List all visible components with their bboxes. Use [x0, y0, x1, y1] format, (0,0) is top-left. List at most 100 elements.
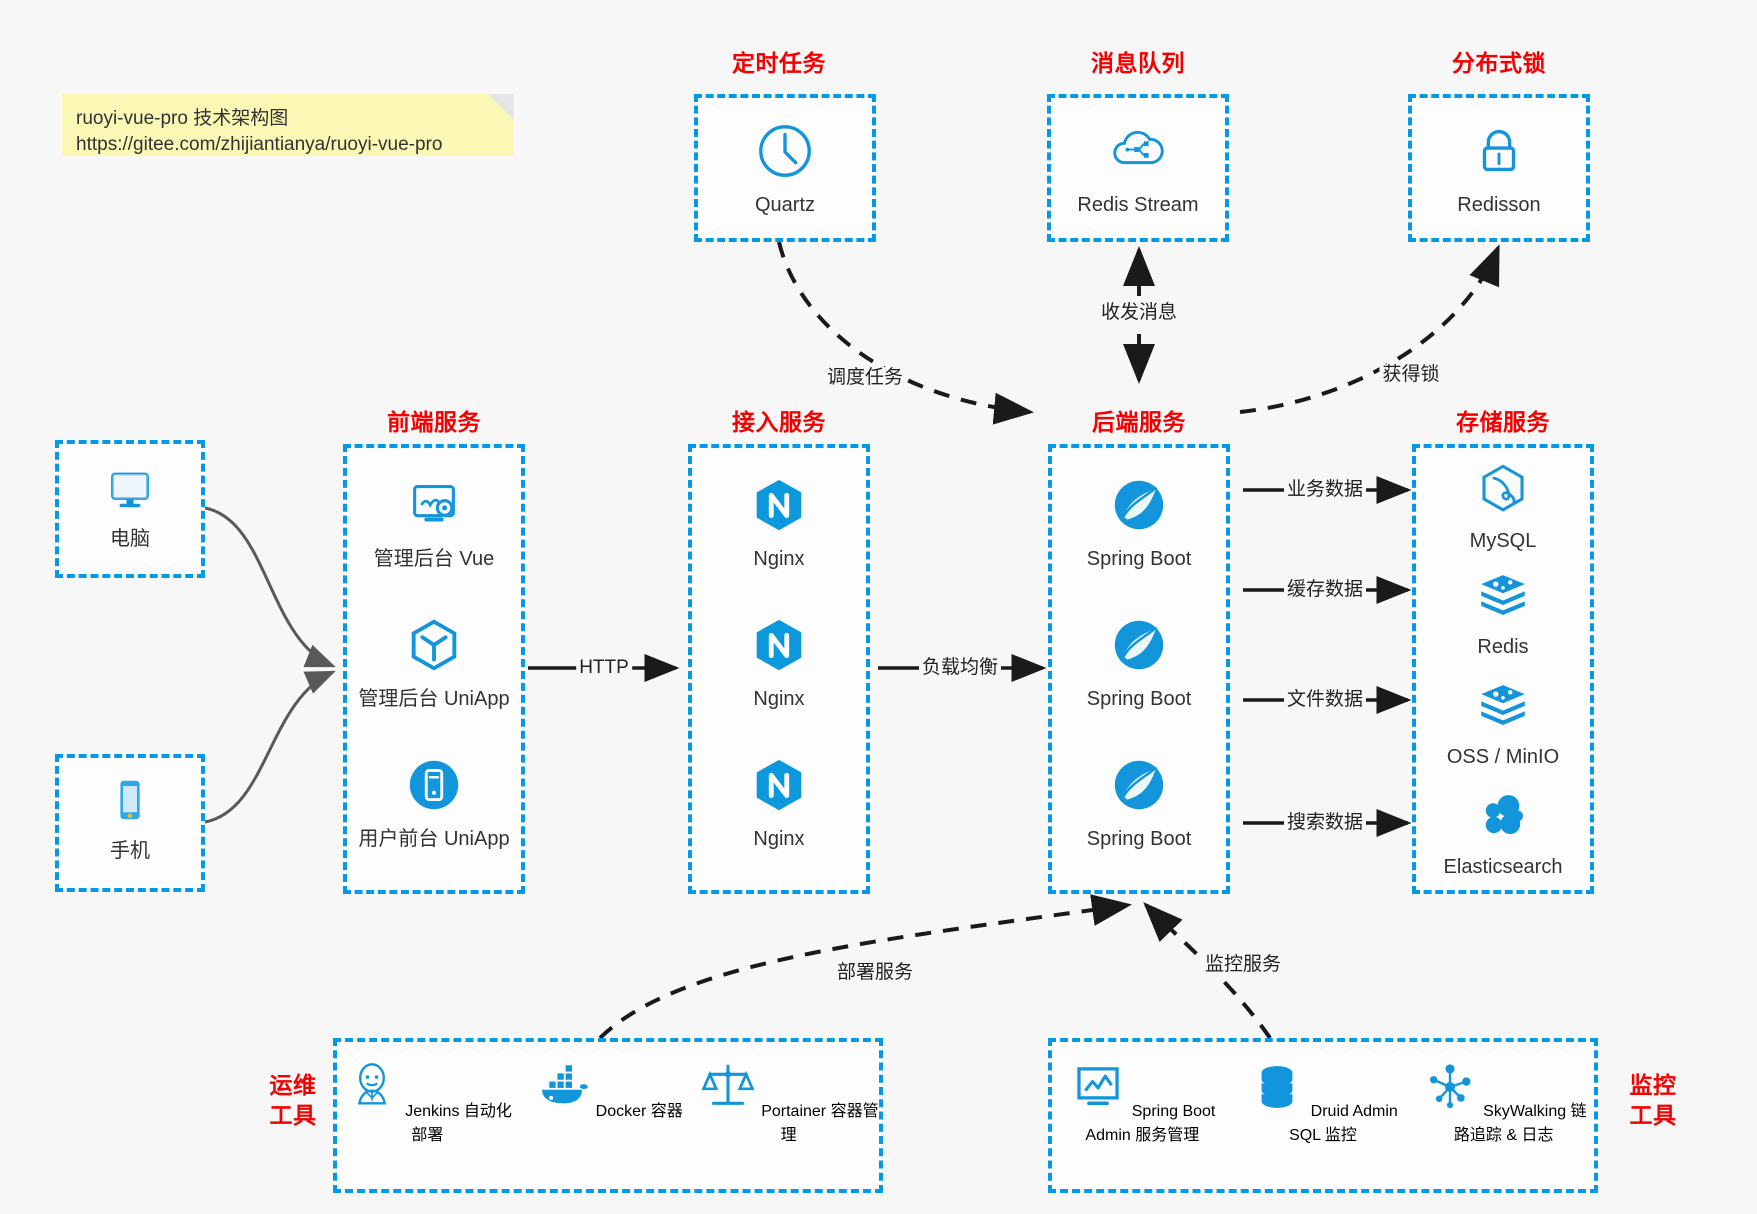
node-redis[interactable]: Redis — [1416, 566, 1590, 660]
monitoring-row: Spring Boot Admin 服务管理 Druid Admin SQL 监… — [1052, 1058, 1594, 1145]
group-title-distributed-lock: 分布式锁 — [1452, 50, 1546, 76]
skywalking-icon — [1421, 1064, 1483, 1120]
node-label: 电脑 — [110, 528, 150, 550]
node-label: Jenkins — [405, 1103, 460, 1120]
node-label: Docker — [595, 1103, 647, 1120]
node-nginx-3[interactable]: Nginx — [692, 754, 866, 852]
edge-label-deploy-service: 部署服务 — [833, 962, 917, 984]
node-elasticsearch[interactable]: Elasticsearch — [1416, 786, 1590, 880]
node-mysql[interactable]: MySQL — [1416, 460, 1590, 554]
node-sublabel: 容器 — [650, 1103, 683, 1120]
node-label: Elasticsearch — [1443, 856, 1563, 878]
jenkins-icon — [343, 1063, 405, 1120]
node-spring-boot-2[interactable]: Spring Boot — [1052, 614, 1226, 712]
dashboard-gear-icon — [347, 474, 521, 541]
desktop-icon — [59, 460, 201, 521]
node-spring-boot-3[interactable]: Spring Boot — [1052, 754, 1226, 852]
node-nginx-2[interactable]: Nginx — [692, 614, 866, 712]
node-admin-vue[interactable]: 管理后台 Vue — [347, 474, 521, 572]
group-box-frontend[interactable]: 管理后台 Vue 管理后台 UniApp 用户前台 UniApp — [343, 444, 525, 894]
monitoring-title-line2: 工具 — [1629, 1102, 1677, 1128]
node-label: Quartz — [754, 194, 816, 216]
database-icon — [1248, 1066, 1310, 1120]
group-box-distributed-lock[interactable]: Redisson — [1408, 94, 1590, 242]
monitoring-title-line1: 监控 — [1629, 1072, 1677, 1098]
edge-label-search-data: 搜索数据 — [1283, 812, 1367, 834]
node-label: Nginx — [753, 828, 805, 850]
node-label: 管理后台 Vue — [373, 548, 495, 570]
note-fold-corner — [488, 94, 514, 120]
cube-icon — [347, 614, 521, 681]
group-title-backend: 后端服务 — [1092, 409, 1186, 435]
group-box-gateway[interactable]: Nginx Nginx Nginx — [688, 444, 870, 894]
group-title-scheduled-task: 定时任务 — [732, 50, 826, 76]
devops-row: Jenkins 自动化部署 Docker — [337, 1058, 879, 1145]
devops-title-line2: 工具 — [269, 1102, 317, 1128]
group-box-backend[interactable]: Spring Boot Spring Boot Spring Boot — [1048, 444, 1230, 894]
spring-icon — [1052, 614, 1226, 681]
nginx-icon — [692, 474, 866, 541]
redis-icon — [1416, 566, 1590, 629]
nginx-icon — [692, 754, 866, 821]
edge-label-http: HTTP — [576, 657, 632, 679]
group-box-devops[interactable]: Jenkins 自动化部署 Docker — [333, 1038, 883, 1193]
group-title-message-queue: 消息队列 — [1091, 50, 1185, 76]
node-label: 用户前台 UniApp — [358, 828, 510, 850]
node-user-uniapp[interactable]: 用户前台 UniApp — [347, 754, 521, 852]
node-quartz[interactable]: Quartz — [698, 120, 872, 218]
node-label: 手机 — [110, 840, 150, 862]
node-label: Nginx — [753, 548, 805, 570]
node-sublabel: 自动化部署 — [411, 1103, 512, 1144]
group-title-monitoring: 监控 工具 — [1618, 1070, 1688, 1130]
group-title-frontend: 前端服务 — [387, 409, 481, 435]
node-docker[interactable]: Docker 容器 — [518, 1058, 699, 1145]
scale-icon — [699, 1064, 761, 1120]
node-label: Spring Boot Admin — [1085, 1103, 1216, 1144]
node-admin-uniapp[interactable]: 管理后台 UniApp — [347, 614, 521, 712]
edge-label-business-data: 业务数据 — [1283, 479, 1367, 501]
group-box-scheduled-task[interactable]: Quartz — [694, 94, 876, 242]
node-skywalking[interactable]: SkyWalking 链路追踪 & 日志 — [1413, 1058, 1594, 1145]
node-label: OSS / MinIO — [1446, 746, 1560, 768]
node-oss-minio[interactable]: OSS / MinIO — [1416, 676, 1590, 770]
node-label: MySQL — [1469, 530, 1537, 552]
node-nginx-1[interactable]: Nginx — [692, 474, 866, 572]
node-druid-admin[interactable]: Druid Admin SQL 监控 — [1233, 1058, 1414, 1145]
node-spring-boot-1[interactable]: Spring Boot — [1052, 474, 1226, 572]
node-label: Redis Stream — [1077, 194, 1199, 216]
chart-monitor-icon — [1069, 1067, 1131, 1120]
devops-title-line1: 运维 — [269, 1072, 317, 1098]
node-label: Spring Boot — [1086, 548, 1192, 570]
edge-label-monitor-service: 监控服务 — [1201, 954, 1285, 976]
node-label: Spring Boot — [1086, 688, 1192, 710]
group-box-message-queue[interactable]: Redis Stream — [1047, 94, 1229, 242]
node-jenkins[interactable]: Jenkins 自动化部署 — [337, 1058, 518, 1145]
node-label: Portainer — [761, 1103, 827, 1120]
node-label: Redis — [1477, 636, 1529, 658]
redis-icon — [1416, 676, 1590, 739]
node-redisson[interactable]: Redisson — [1412, 120, 1586, 218]
clock-icon — [698, 120, 872, 187]
node-label: Druid Admin — [1310, 1103, 1398, 1120]
edge-label-schedule-task: 调度任务 — [823, 367, 907, 389]
group-box-storage[interactable]: MySQL Redis — [1412, 444, 1594, 894]
title-note: ruoyi-vue-pro 技术架构图 https://gitee.com/zh… — [62, 94, 514, 156]
node-portainer[interactable]: Portainer 容器管理 — [698, 1058, 879, 1145]
node-sublabel: 服务管理 — [1135, 1127, 1200, 1144]
group-box-device-phone[interactable]: 手机 — [55, 754, 205, 892]
node-sublabel: 容器管理 — [780, 1103, 879, 1144]
elasticsearch-icon — [1416, 786, 1590, 849]
mysql-icon — [1416, 460, 1590, 523]
spring-icon — [1052, 754, 1226, 821]
group-box-monitoring[interactable]: Spring Boot Admin 服务管理 Druid Admin SQL 监… — [1048, 1038, 1598, 1193]
node-spring-boot-admin[interactable]: Spring Boot Admin 服务管理 — [1052, 1058, 1233, 1145]
node-phone[interactable]: 手机 — [59, 772, 201, 864]
group-title-storage: 存储服务 — [1456, 409, 1550, 435]
node-label: 管理后台 UniApp — [358, 688, 510, 710]
node-computer[interactable]: 电脑 — [59, 460, 201, 552]
node-label: SkyWalking — [1483, 1103, 1567, 1120]
node-label: Nginx — [753, 688, 805, 710]
node-redis-stream[interactable]: Redis Stream — [1051, 120, 1225, 218]
group-box-device-computer[interactable]: 电脑 — [55, 440, 205, 578]
node-label: Redisson — [1457, 194, 1541, 216]
